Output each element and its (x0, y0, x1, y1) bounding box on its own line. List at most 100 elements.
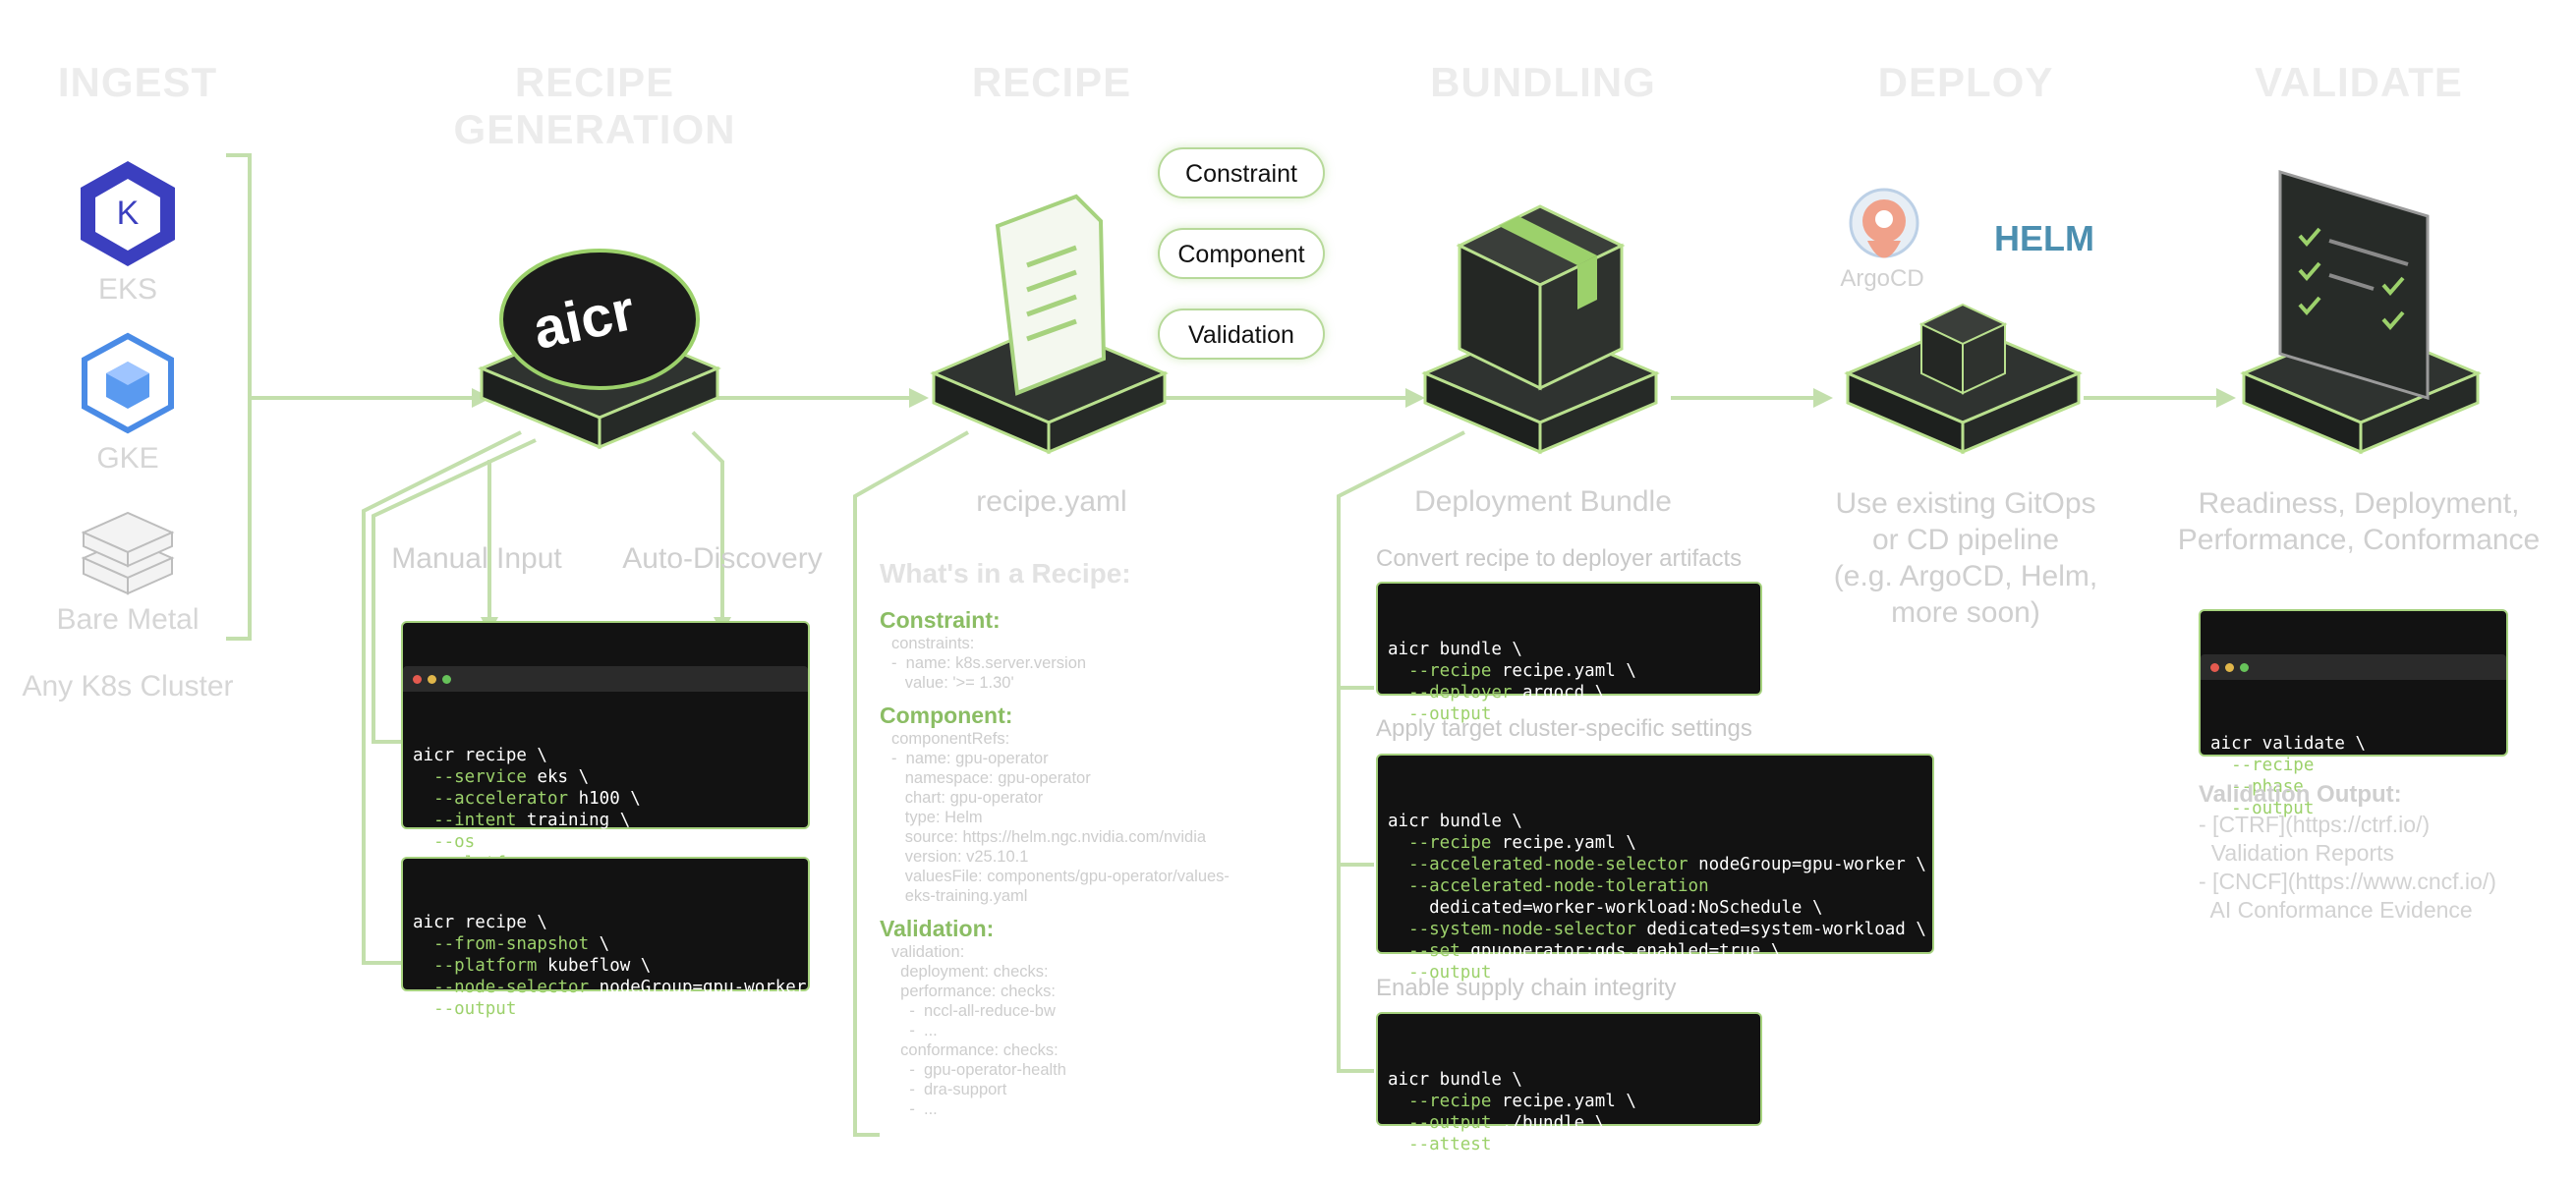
terminal-val: ./bundle (1491, 963, 1585, 983)
terminal-line: --set gpuoperator:gds.enabled=true \ (1388, 940, 1922, 962)
validate-monitor-platform-icon (2240, 169, 2482, 455)
argocd-logo-icon (1849, 188, 1919, 258)
terminal-flag: --output (1388, 963, 1492, 983)
deploy-platform-icon (1844, 303, 2083, 455)
any-k8s-cluster-label: Any K8s Cluster (22, 670, 234, 702)
whats-in-recipe-heading: What's in a Recipe: (880, 558, 1131, 589)
terminal-line: --deployer argocd \ (1388, 682, 1750, 703)
terminal-flag: --intent (413, 811, 517, 830)
terminal-flag: --attest (1388, 1135, 1492, 1154)
terminal-val: all (2303, 777, 2345, 797)
stage-title-bundling: BUNDLING (1430, 59, 1656, 105)
terminal-val: argocd \ (1512, 683, 1606, 702)
gke-label: GKE (96, 442, 159, 475)
validate-description: Readiness, Deployment, Performance, Conf… (2177, 487, 2541, 556)
terminal-flag: --recipe (2210, 756, 2315, 775)
validation-yaml: validation: deployment: checks: performa… (891, 943, 1066, 1118)
terminal-cmd: aicr bundle \ (1388, 812, 1522, 831)
terminal-val: ./bundle \ (1491, 1113, 1606, 1133)
minimize-dot-icon (2225, 663, 2234, 672)
terminal-title-bar (403, 666, 808, 692)
terminal-line: aicr validate \ (2210, 733, 2496, 755)
terminal-code: aicr bundle \ --recipe recipe.yaml \ --a… (1388, 811, 1926, 983)
terminal-flag: --os (413, 832, 476, 852)
component-yaml: componentRefs: - name: gpu-operator name… (891, 730, 1230, 905)
terminal-val: nodeGroup=gpu-worker \ (1688, 855, 1926, 874)
terminal-val: dedicated=system-workload \ (1635, 920, 1926, 939)
terminal-flag: --platform (413, 956, 538, 976)
eks-label: EKS (97, 273, 158, 306)
terminal-code: aicr bundle \ --recipe recipe.yaml \ --d… (1388, 639, 1750, 725)
terminal-line: --phase all (2210, 776, 2496, 798)
terminal-line: --recipe recipe.yaml \ (1388, 832, 1922, 854)
terminal-line: aicr recipe \ (413, 912, 798, 933)
terminal-line: aicr bundle \ (1388, 1069, 1750, 1091)
terminal-val: training \ (516, 811, 631, 830)
validation-output-heading: Validation Output: (2199, 781, 2402, 808)
recipe-yaml-label: recipe.yaml (976, 485, 1127, 518)
maximize-dot-icon (2240, 663, 2249, 672)
terminal-cmd: aicr validate \ (2210, 734, 2367, 754)
terminal-line: --recipe recipe.yaml \ (2210, 755, 2496, 776)
terminal-line: --recipe recipe.yaml \ (1388, 1091, 1750, 1112)
terminal-flag: --accelerated-node-toleration (1388, 876, 1709, 896)
terminal-cmd: aicr recipe \ (413, 746, 547, 765)
terminal-line: --system-node-selector dedicated=system-… (1388, 919, 1926, 940)
terminal-val: recipe.yaml \ (1491, 1092, 1636, 1111)
terminal-flag: --output (1388, 704, 1492, 724)
terminal-flag: --output (2210, 799, 2315, 818)
terminal-flag: --from-snapshot (413, 934, 590, 954)
terminal-line: --output report.json (2210, 798, 2496, 819)
terminal-flag: --phase (2210, 777, 2304, 797)
terminal-flag: --output (413, 999, 517, 1019)
terminal-val: nodeGroup=gpu-worker (589, 978, 807, 997)
minimize-dot-icon (428, 675, 436, 684)
eks-logo-icon: K (81, 161, 175, 266)
stage-title-deploy: DEPLOY (1877, 59, 2054, 105)
terminal-flag: --deployer (1388, 683, 1513, 702)
constraint-bubble: Constraint (1158, 147, 1325, 198)
validate-terminal: aicr validate \ --recipe recipe.yaml \ -… (2199, 609, 2508, 818)
terminal-flag: --service (413, 767, 527, 787)
validation-bubble: Validation (1158, 309, 1325, 360)
terminal-line: --service eks \ (413, 766, 798, 788)
terminal-line: --accelerated-node-toleration (1388, 875, 1922, 897)
terminal-val: h100 \ (568, 789, 641, 809)
terminal-flag: --recipe (1388, 833, 1492, 853)
terminal-line: --attest (1388, 1134, 1750, 1155)
terminal-line: --intent training \ (413, 810, 798, 831)
close-dot-icon (2210, 663, 2219, 672)
terminal-line: --output ./bundle \ (1388, 1112, 1750, 1134)
terminal-val: eks \ (526, 767, 590, 787)
terminal-code: aicr bundle \ --recipe recipe.yaml \ --o… (1388, 1069, 1750, 1155)
terminal-cmd: aicr bundle \ (1388, 640, 1522, 659)
gke-logo-icon (82, 332, 174, 434)
bundle-step1-caption: Convert recipe to deployer artifacts (1376, 545, 1743, 572)
terminal-line: --accelerated-node-selector nodeGroup=gp… (1388, 854, 1926, 875)
terminal-val: gpuoperator:gds.enabled=true \ (1460, 941, 1782, 961)
terminal-line: --from-snapshot \ (413, 933, 798, 955)
deploy-description: Use existing GitOps or CD pipeline (e.g.… (1833, 487, 2098, 629)
terminal-line: --platform kubeflow \ (413, 955, 798, 977)
terminal-val: ubuntu \ (475, 832, 569, 852)
recipe-generation-platform-icon: aicr (478, 249, 721, 450)
helm-logo-icon: HELM (1994, 218, 2094, 258)
terminal-flag: --accelerated-node-selector (1388, 855, 1689, 874)
auto-discovery-label: Auto-Discovery (622, 542, 823, 575)
terminal-line: aicr recipe \ (413, 745, 798, 766)
terminal-val: recipe.yaml \ (1491, 661, 1636, 681)
terminal-flag: --output (1388, 1113, 1492, 1133)
terminal-line: --os ubuntu \ (413, 831, 798, 853)
bundle-box-platform-icon (1421, 204, 1660, 455)
close-dot-icon (413, 675, 422, 684)
terminal-line: --node-selector nodeGroup=gpu-worker (413, 977, 806, 998)
bundle-step2-caption: Apply target cluster-specific settings (1376, 715, 1752, 742)
terminal-val: recipe.yaml \ (1491, 833, 1636, 853)
terminal-title-bar (2201, 654, 2506, 680)
bare-metal-label: Bare Metal (56, 603, 200, 636)
terminal-line: --output ./bundle (1388, 962, 1922, 983)
bundle-step3-caption: Enable supply chain integrity (1376, 975, 1677, 1001)
recipe-manual-terminal: aicr recipe \ --service eks \ --accelera… (401, 621, 810, 895)
bundle-cluster-settings-terminal: aicr bundle \ --recipe recipe.yaml \ --a… (1376, 754, 1934, 983)
terminal-flag: --set (1388, 941, 1460, 961)
